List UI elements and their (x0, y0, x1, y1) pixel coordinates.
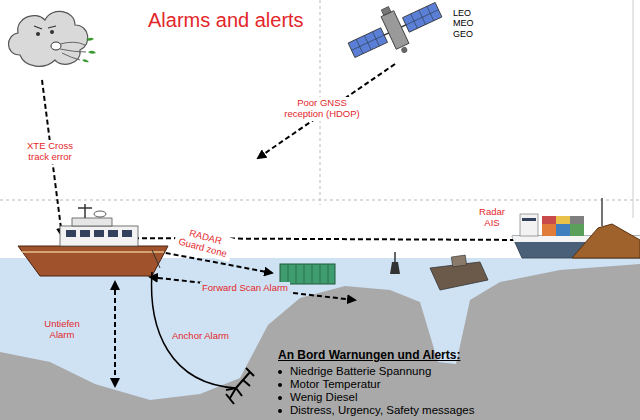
water (0, 258, 640, 420)
list-heading: An Bord Warnungen und Alerts: (276, 348, 462, 364)
list-item: Motor Temperatur (288, 377, 383, 392)
orbit-label: LEO MEO GEO (451, 7, 481, 40)
wind-cloud (8, 11, 96, 66)
seabed (0, 264, 640, 420)
list-item: Wenig Diesel (288, 390, 360, 405)
bullet-dot (278, 370, 282, 374)
alarm-label: Radar AIS (474, 206, 510, 230)
list-item: Niedrige Batterie Spannung (288, 364, 433, 379)
satellite (341, 0, 449, 73)
signal-arrows (42, 64, 528, 386)
bullet-dot (278, 409, 282, 413)
alarm-label: Anchor Alarm (170, 330, 231, 343)
alarm-label: XTE Cross track error (17, 140, 83, 164)
bullet-dot (278, 383, 282, 387)
wreck (390, 252, 488, 290)
alarm-label: Forward Scan Alarm (200, 282, 290, 295)
diagram-title: Alarms and alerts (148, 9, 304, 32)
motor-boat (18, 204, 168, 276)
guide-line (633, 0, 634, 218)
container-ship (512, 214, 640, 258)
bullet-dot (278, 396, 282, 400)
list-item: Distress, Urgency, Safety messages (288, 403, 477, 418)
rock (572, 198, 640, 258)
alarm-label: Untiefen Alarm (37, 318, 87, 342)
alarm-label: Poor GNSS reception (HDOP) (280, 97, 364, 121)
